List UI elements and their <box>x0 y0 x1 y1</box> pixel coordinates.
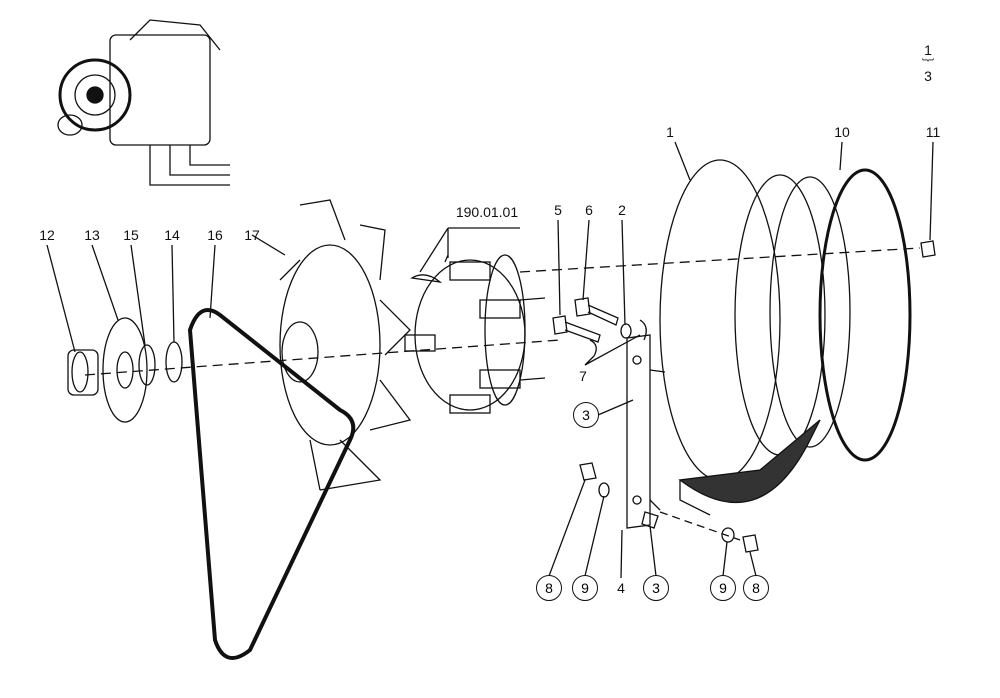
woodruff-key <box>410 274 443 283</box>
callout-4: 4 <box>617 580 625 596</box>
page-indicator-current: 1 <box>924 42 932 58</box>
callout-12: 12 <box>39 227 55 243</box>
callout-11: 11 <box>925 124 941 140</box>
water-pump-hub <box>404 254 546 414</box>
callout-8-circled: 8 <box>536 575 562 601</box>
callout-3-circled: 3 <box>573 402 599 428</box>
bolts-5-6 <box>552 297 647 357</box>
part-16-v-belt <box>187 308 356 660</box>
reference-label[interactable]: 190.01.01 <box>455 204 519 220</box>
part-17-fan <box>279 199 412 491</box>
part-4-bracket <box>626 334 666 529</box>
callout-17: 17 <box>244 227 260 243</box>
callout-7: 7 <box>579 368 587 384</box>
callout-9-circled-b: 9 <box>710 575 736 601</box>
callout-10: 10 <box>834 124 850 140</box>
engine-thumbnail <box>57 19 230 186</box>
callout-5: 5 <box>554 202 562 218</box>
part-9-washer-b <box>721 527 735 543</box>
brace-icon: ︸ <box>921 57 935 72</box>
callout-6: 6 <box>585 202 593 218</box>
part-1-fan-shroud <box>659 159 851 516</box>
part-8-nut <box>579 462 597 481</box>
callout-3-circled-b: 3 <box>643 575 669 601</box>
part-13-pulley-half <box>102 317 148 423</box>
part-3-stud <box>641 511 659 529</box>
part-15-shim <box>138 344 156 386</box>
callout-14: 14 <box>164 227 180 243</box>
part-8-nut-b <box>742 534 759 553</box>
part-14-shim <box>165 341 183 383</box>
part-10-ring <box>818 168 912 462</box>
part-12-nut <box>67 349 99 396</box>
page-indicator-total: 3 <box>924 68 932 84</box>
part-11-nut <box>920 240 936 258</box>
callout-1: 1 <box>666 124 674 140</box>
callout-8-circled-b: 8 <box>743 575 769 601</box>
callout-9-circled: 9 <box>572 575 598 601</box>
callout-2: 2 <box>618 202 626 218</box>
callout-13: 13 <box>84 227 100 243</box>
callout-16: 16 <box>207 227 223 243</box>
part-9-washer <box>598 482 610 498</box>
callout-15: 15 <box>123 227 139 243</box>
